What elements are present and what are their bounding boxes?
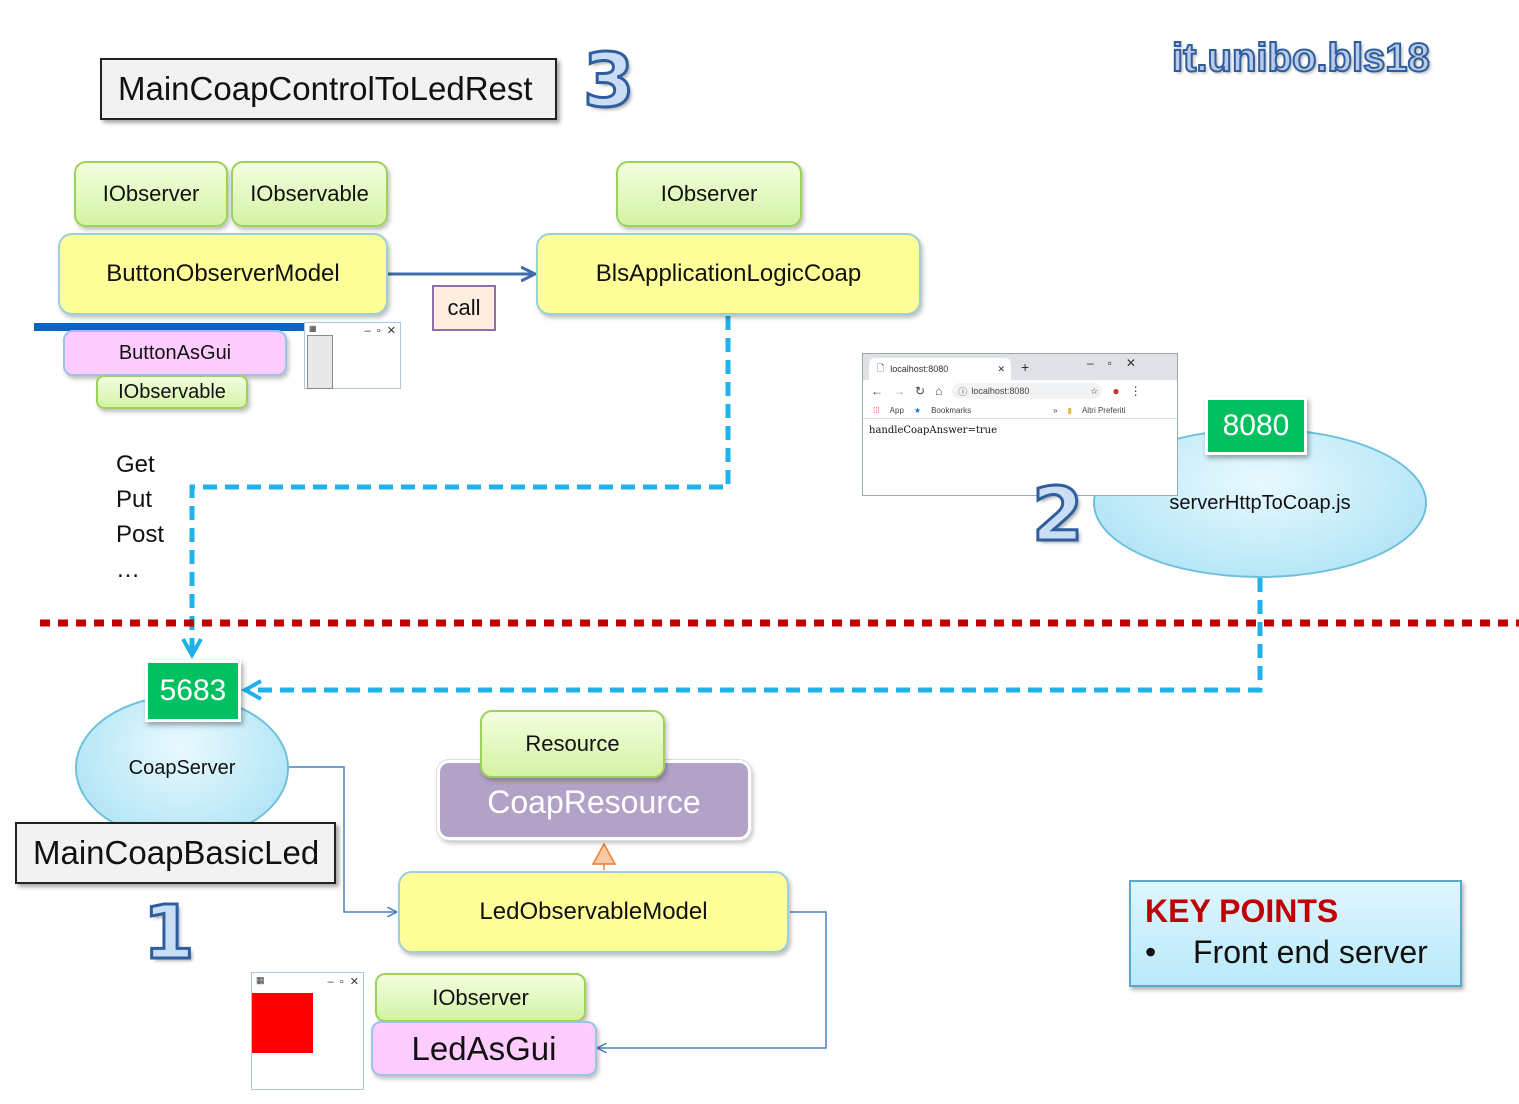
browser-window-controls[interactable]: –▫✕ — [1087, 356, 1150, 370]
browser-tab-title: localhost:8080 — [890, 364, 949, 374]
browser-toolbar: ← → ↻ ⌂ ⓘ localhost:8080 ☆ ● ⋮ — [863, 380, 1177, 402]
led-observable-model-box[interactable]: LedObservableModel — [398, 871, 789, 953]
bookmark-star-icon: ★ — [913, 405, 922, 415]
page-title: MainCoapControlToLedRest — [100, 58, 557, 120]
press-button[interactable] — [307, 335, 333, 389]
http-method-more: … — [116, 556, 140, 583]
main-coap-basic-led-title: MainCoapBasicLed — [15, 822, 336, 884]
led-gui-iobserver-tag: IObserver — [375, 973, 586, 1022]
led-gui-window: ▦ – ▫ ✕ — [251, 972, 364, 1090]
http-method-put: Put — [116, 486, 153, 513]
led-gui-iobserver-label: IObserver — [432, 984, 529, 1010]
menu-icon[interactable]: ⋮ — [1129, 384, 1142, 398]
button-as-gui-box[interactable]: ButtonAsGui — [63, 330, 287, 376]
window-controls: – ▫ ✕ — [364, 325, 396, 337]
resource-tag-label: Resource — [525, 731, 620, 756]
http-method-get: Get — [116, 451, 155, 478]
apps-icon: ⁞⁞⁞ — [873, 405, 880, 415]
page-icon: 🗋 — [877, 363, 885, 373]
button-observer-model-box[interactable]: ButtonObserverModel — [58, 233, 388, 315]
java-icon: ▦ — [309, 324, 317, 333]
step-number-3: 3 — [582, 37, 636, 126]
bls-application-logic-box[interactable]: BlsApplicationLogicCoap — [536, 233, 921, 315]
inheritance-triangle — [591, 842, 617, 865]
reload-icon[interactable]: ↻ — [915, 384, 926, 398]
key-point-item-text: Front end server — [1193, 934, 1428, 970]
bullet-icon: • — [1145, 934, 1157, 970]
led-as-gui-box[interactable]: LedAsGui — [371, 1021, 597, 1076]
led-as-gui-label: LedAsGui — [411, 1029, 557, 1067]
window-controls: – ▫ ✕ — [327, 976, 359, 988]
bls-iobserver-tag: IObserver — [616, 161, 802, 227]
java-icon: ▦ — [256, 975, 265, 985]
home-icon[interactable]: ⌂ — [935, 384, 943, 398]
step-number-1: 1 — [142, 889, 196, 978]
button-gui-iobservable-label: IObservable — [118, 380, 226, 403]
port-5683-label: 5683 — [159, 674, 227, 707]
browser-tab[interactable]: 🗋 localhost:8080 ✕ — [869, 358, 1011, 380]
more-bookmarks-icon[interactable]: » — [1053, 405, 1058, 415]
bookmarks-bar: ⁞⁞⁞ App ★ Bookmarks » ▮ Altri Preferiti — [863, 402, 1177, 419]
key-points-box: KEY POINTS • Front end server — [1129, 880, 1462, 987]
led-observable-model-label: LedObservableModel — [479, 898, 708, 925]
bookmark-bookmarks[interactable]: Bookmarks — [931, 405, 972, 415]
coap-server-label: CoapServer — [128, 756, 236, 779]
key-point-item: • Front end server — [1145, 930, 1446, 974]
tab-close-icon[interactable]: ✕ — [997, 363, 1005, 374]
folder-icon: ▮ — [1067, 405, 1072, 415]
led-gui-titlebar: ▦ – ▫ ✕ — [252, 973, 363, 990]
info-icon: ⓘ — [958, 386, 968, 397]
main-coap-basic-led-label: MainCoapBasicLed — [33, 834, 320, 871]
browser-window: 🗋 localhost:8080 ✕ + –▫✕ ← → ↻ ⌂ ⓘ local… — [862, 353, 1178, 496]
port-8080-badge: 8080 — [1205, 397, 1307, 455]
bls-iobserver-tag-label: IObserver — [660, 181, 758, 206]
button-as-gui-label: ButtonAsGui — [118, 341, 232, 364]
brand-label: it.unibo.bls18 — [1171, 35, 1431, 81]
call-label: call — [447, 295, 481, 320]
iobservable-tag: IObservable — [231, 161, 388, 227]
button-gui-titlebar: ▦ – ▫ ✕ — [305, 323, 400, 338]
iobserver-tag-label: IObserver — [102, 181, 200, 206]
coap-resource-label: CoapResource — [487, 783, 701, 820]
page-title-text: MainCoapControlToLedRest — [118, 70, 533, 107]
browser-content: handleCoapAnswer=true — [863, 419, 1177, 442]
browser-tabstrip: 🗋 localhost:8080 ✕ + –▫✕ — [863, 354, 1177, 380]
http-method-post: Post — [116, 521, 165, 548]
iobservable-tag-label: IObservable — [250, 181, 369, 206]
resource-tag: Resource — [480, 710, 665, 778]
led-model-to-gui-connector — [598, 911, 827, 1048]
call-label-box: call — [432, 285, 496, 331]
button-observer-model-label: ButtonObserverModel — [106, 260, 340, 287]
address-text: localhost:8080 — [971, 386, 1030, 396]
step-number-2: 2 — [1031, 471, 1085, 560]
coapserver-to-led-connector — [289, 766, 396, 912]
bookmark-altri-preferiti[interactable]: Altri Preferiti — [1081, 405, 1126, 415]
address-bar[interactable]: ⓘ localhost:8080 ☆ — [952, 383, 1103, 399]
button-gui-iobservable-tag: IObservable — [96, 375, 248, 409]
port-5683-badge: 5683 — [145, 660, 241, 722]
bls-application-logic-label: BlsApplicationLogicCoap — [595, 260, 862, 287]
back-icon[interactable]: ← — [871, 384, 883, 398]
bookmark-app[interactable]: App — [889, 405, 904, 415]
forward-icon[interactable]: → — [893, 384, 905, 398]
led-indicator — [252, 993, 313, 1053]
server-http-to-coap-label: serverHttpToCoap.js — [1169, 491, 1351, 514]
port-8080-label: 8080 — [1222, 409, 1290, 442]
key-points-title: KEY POINTS — [1145, 893, 1339, 929]
button-gui-bar — [34, 323, 306, 331]
http-methods-list: Get Put Post … — [116, 447, 164, 587]
browser-response-text: handleCoapAnswer=true — [869, 425, 997, 436]
iobserver-tag: IObserver — [74, 161, 228, 227]
new-tab-icon[interactable]: + — [1021, 359, 1030, 375]
button-gui-window: ▦ – ▫ ✕ — [304, 322, 401, 389]
dashed-http-to-coap-path — [245, 578, 1263, 690]
profile-icon[interactable]: ● — [1112, 384, 1120, 398]
star-icon[interactable]: ☆ — [1090, 385, 1099, 396]
